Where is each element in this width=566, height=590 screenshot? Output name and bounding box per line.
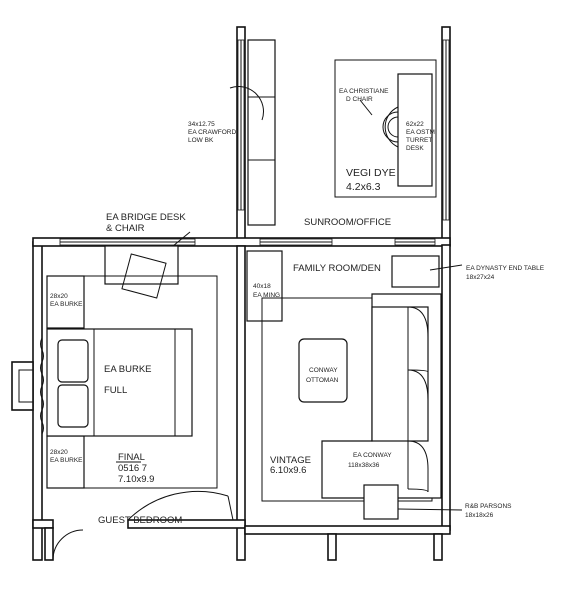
bay-window xyxy=(11,335,44,435)
turret-desk-label-3: DESK xyxy=(406,145,424,152)
pillow-bottom xyxy=(57,384,89,428)
vintage-rug-label-0: VINTAGE xyxy=(270,455,311,466)
family-room-label: FAMILY ROOM/DEN xyxy=(293,263,381,274)
family-room: FAMILY ROOM/DEN EA DYNASTY END TABLE 18x… xyxy=(246,250,545,520)
burke-nightstand-top xyxy=(46,275,85,329)
dynasty-table-label-0: EA DYNASTY END TABLE xyxy=(466,265,545,272)
turret-desk-label-1: EA OSTM xyxy=(406,129,435,136)
parsons-table-label-1: 18x18x26 xyxy=(465,512,494,519)
dynasty-end-table xyxy=(391,255,440,288)
final-rug-label-2: 7.10x9.9 xyxy=(118,474,154,485)
burke-nightstand-top-label-1: EA BURKE xyxy=(50,301,83,308)
final-rug-label-0: FINAL xyxy=(118,452,145,463)
burke-bed-label-1: FULL xyxy=(104,385,127,396)
burke-nightstand-bottom-label-1: EA BURKE xyxy=(50,457,83,464)
conway-sofa-label-1: 118x38x36 xyxy=(348,462,380,469)
conway-ottoman-label-0: CONWAY xyxy=(309,367,338,374)
bridge-desk-label-1: & CHAIR xyxy=(106,223,145,234)
conway-sofa-label-0: EA CONWAY xyxy=(353,452,392,459)
burke-bed-label-0: EA BURKE xyxy=(104,364,152,375)
final-rug-label-1: 0516 7 xyxy=(118,463,147,474)
guest-bedroom: EA BRIDGE DESK & CHAIR 28x20 EA BURKE 28… xyxy=(46,212,218,526)
sunroom-label: SUNROOM/OFFICE xyxy=(304,217,391,228)
burke-nightstand-top-label-0: 28x20 xyxy=(50,293,68,300)
pillow-top xyxy=(57,339,89,383)
parsons-table xyxy=(363,484,399,520)
crawford-bookcase-label-1: EA CRAWFORD xyxy=(188,129,236,136)
turret-desk-label-0: 62x22 xyxy=(406,121,424,128)
dynasty-table-label-1: 18x27x24 xyxy=(466,274,495,281)
crawford-bookcase-label-2: LOW BK xyxy=(188,137,214,144)
turret-desk-label-2: TURRET xyxy=(406,137,432,144)
turret-desk xyxy=(397,73,433,187)
vegi-dye-rug-label-0: VEGI DYE xyxy=(346,167,396,179)
parsons-table-label-0: R&B PARSONS xyxy=(465,503,512,510)
ming-label-0: 40x18 xyxy=(253,283,271,290)
windows xyxy=(52,39,450,561)
conway-ottoman xyxy=(298,338,348,403)
bridge-desk-label-0: EA BRIDGE DESK xyxy=(106,212,186,223)
crawford-bookcase-label-0: 34x12.75 xyxy=(188,121,215,128)
ming-label-1: EA MING xyxy=(253,292,280,299)
bridge-desk-chair xyxy=(121,253,167,299)
conway-ottoman-label-1: OTTOMAN xyxy=(306,377,339,384)
sunroom: 34x12.75 EA CRAWFORD LOW BK VEGI DYE 4.2… xyxy=(188,39,437,228)
vegi-dye-rug xyxy=(334,59,437,198)
burke-nightstand-bottom-label-0: 28x20 xyxy=(50,449,68,456)
vintage-rug-label-1: 6.10x9.6 xyxy=(270,465,306,476)
christiane-chair xyxy=(359,99,399,148)
christiane-chair-label-0: EA CHRISTIANE xyxy=(339,88,389,95)
bridge-desk xyxy=(104,245,179,285)
conway-sofa xyxy=(321,293,442,499)
vegi-dye-rug-label-1: 4.2x6.3 xyxy=(346,181,381,193)
crawford-bookcase xyxy=(247,39,276,226)
ming-cabinet xyxy=(246,250,283,322)
christiane-chair-label-1: D CHAIR xyxy=(346,96,373,103)
guest-bedroom-label: GUEST BEDROOM xyxy=(98,515,182,526)
